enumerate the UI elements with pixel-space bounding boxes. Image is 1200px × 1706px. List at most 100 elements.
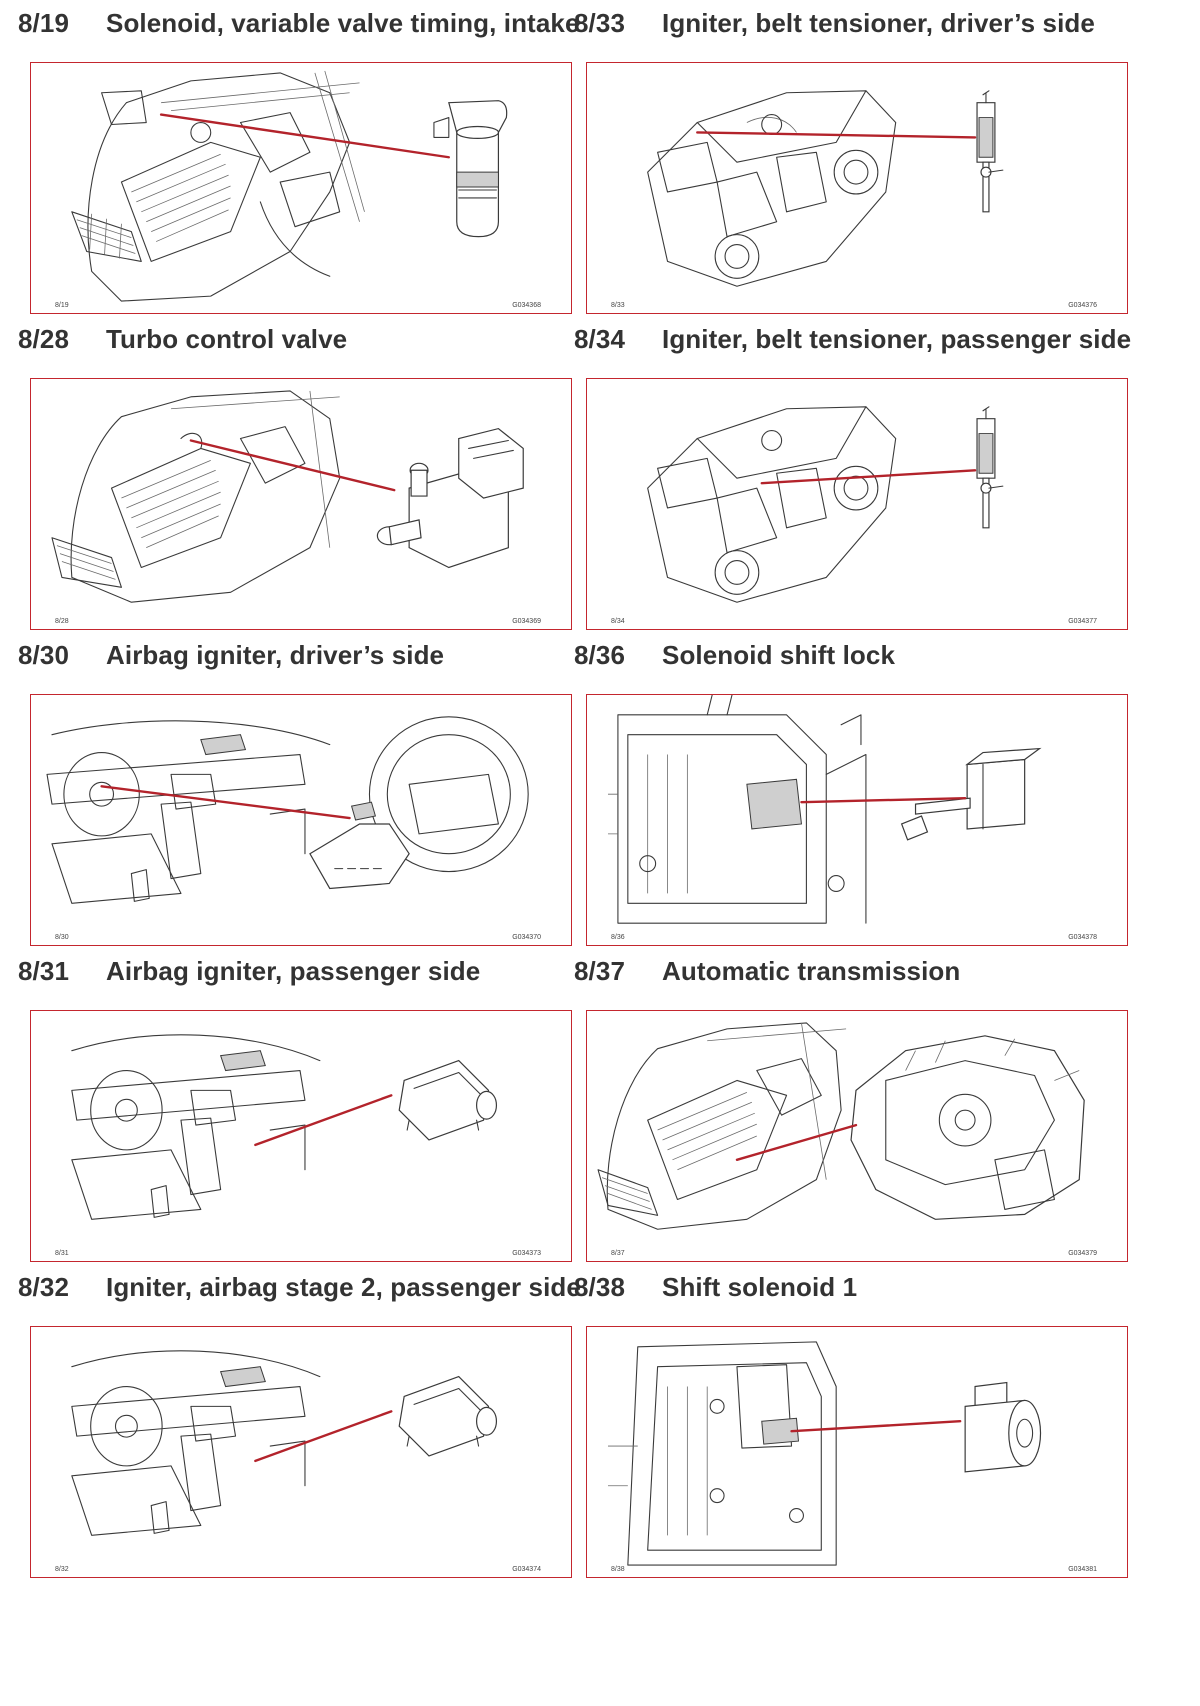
figure-number: 8/38 xyxy=(611,1566,625,1573)
entry-header: 8/31 Airbag igniter, passenger side xyxy=(18,956,480,990)
steering-airbag-icon xyxy=(309,716,529,890)
entry-header: 8/37 Automatic transmission xyxy=(574,956,960,990)
leader-line xyxy=(735,1123,858,1161)
figure-number: 8/30 xyxy=(55,934,69,941)
entry-header: 8/33 Igniter, belt tensioner, driver’s si… xyxy=(574,8,1095,42)
entry-header: 8/34 Igniter, belt tensioner, passenger s… xyxy=(574,324,1131,358)
entry-8-31: 8/31 Airbag igniter, passenger side 8/31 … xyxy=(0,948,572,1278)
turbo-valve-icon xyxy=(376,427,524,569)
shift-solenoid-icon xyxy=(964,1381,1042,1473)
illustration-frame: 8/19 G034368 xyxy=(30,62,572,314)
engine-bay-illustration xyxy=(597,1022,847,1230)
illustration-frame: 8/38 G034381 xyxy=(586,1326,1128,1578)
entry-title: Turbo control valve xyxy=(106,324,348,354)
figure-code: G034377 xyxy=(1068,618,1097,625)
engine-bay-illustration xyxy=(71,70,365,302)
entry-8-36: 8/36 Solenoid shift lock 8/36 G034378 xyxy=(556,632,1128,962)
figure-code: G034381 xyxy=(1068,1566,1097,1573)
leader-line xyxy=(189,439,396,492)
entry-number: 8/38 xyxy=(574,1272,626,1302)
entry-header: 8/36 Solenoid shift lock xyxy=(574,640,895,674)
entry-header: 8/28 Turbo control valve xyxy=(18,324,347,358)
entry-title: Automatic transmission xyxy=(662,956,961,986)
figure-code: G034376 xyxy=(1068,302,1097,309)
entry-8-34: 8/34 Igniter, belt tensioner, passenger s… xyxy=(556,316,1131,646)
figure-code: G034369 xyxy=(512,618,541,625)
entry-title: Igniter, airbag stage 2, passenger side xyxy=(106,1272,581,1302)
illustration-frame: 8/32 G034374 xyxy=(30,1326,572,1578)
figure-number: 8/34 xyxy=(611,618,625,625)
entry-title: Igniter, belt tensioner, driver’s side xyxy=(662,8,1095,38)
entry-header: 8/19 Solenoid, variable valve timing, int… xyxy=(18,8,580,42)
entry-number: 8/30 xyxy=(18,640,70,670)
entry-number: 8/36 xyxy=(574,640,626,670)
leader-line xyxy=(696,131,977,139)
entry-number: 8/37 xyxy=(574,956,626,986)
entry-title: Igniter, belt tensioner, passenger side xyxy=(662,324,1132,354)
figure-number: 8/33 xyxy=(611,302,625,309)
dashboard-illustration xyxy=(46,720,331,904)
leader-line xyxy=(254,1094,393,1147)
illustration-frame: 8/37 G034379 xyxy=(586,1010,1128,1262)
entry-number: 8/28 xyxy=(18,324,70,354)
belt-tensioner-icon xyxy=(976,90,1004,213)
dashboard-illustration xyxy=(71,1350,321,1536)
illustration-frame: 8/33 G034376 xyxy=(586,62,1128,314)
entry-number: 8/34 xyxy=(574,324,626,354)
figure-number: 8/37 xyxy=(611,1250,625,1257)
entry-number: 8/32 xyxy=(18,1272,70,1302)
car-cutaway-illustration xyxy=(647,406,897,603)
airbag-module-icon xyxy=(398,1059,498,1141)
figure-number: 8/28 xyxy=(55,618,69,625)
figure-code: G034370 xyxy=(512,934,541,941)
figure-number: 8/32 xyxy=(55,1566,69,1573)
shifter-mechanism-illustration xyxy=(607,695,867,924)
entry-number: 8/19 xyxy=(18,8,70,38)
entry-title: Solenoid, variable valve timing, intake xyxy=(106,8,580,38)
solenoid-vvt-icon xyxy=(433,100,508,238)
shift-lock-solenoid-icon xyxy=(900,747,1042,841)
dashboard-illustration xyxy=(71,1034,321,1220)
entry-header: 8/30 Airbag igniter, driver’s side xyxy=(18,640,444,674)
figure-number: 8/36 xyxy=(611,934,625,941)
leader-line xyxy=(760,469,977,485)
airbag-module-icon xyxy=(398,1375,498,1457)
illustration-frame: 8/28 G034369 xyxy=(30,378,572,630)
entry-number: 8/31 xyxy=(18,956,70,986)
illustration-frame: 8/31 G034373 xyxy=(30,1010,572,1262)
figure-number: 8/19 xyxy=(55,302,69,309)
car-cutaway-illustration xyxy=(647,90,897,287)
figure-code: G034378 xyxy=(1068,934,1097,941)
leader-line xyxy=(100,785,351,820)
entry-8-37: 8/37 Automatic transmission 8/37 G034379 xyxy=(556,948,1128,1278)
engine-bay-illustration xyxy=(51,390,341,603)
entry-8-19: 8/19 Solenoid, variable valve timing, int… xyxy=(0,0,579,330)
entry-title: Airbag igniter, driver’s side xyxy=(106,640,445,670)
figure-code: G034379 xyxy=(1068,1250,1097,1257)
illustration-frame: 8/36 G034378 xyxy=(586,694,1128,946)
leader-line xyxy=(254,1410,393,1463)
leader-line xyxy=(800,796,967,804)
entry-8-30: 8/30 Airbag igniter, driver’s side 8/30 G… xyxy=(0,632,572,962)
illustration-frame: 8/34 G034377 xyxy=(586,378,1128,630)
leader-line xyxy=(159,113,451,159)
illustration-frame: 8/30 G034370 xyxy=(30,694,572,946)
transmission-icon xyxy=(850,1035,1085,1220)
entry-header: 8/38 Shift solenoid 1 xyxy=(574,1272,857,1306)
figure-code: G034374 xyxy=(512,1566,541,1573)
entry-8-28: 8/28 Turbo control valve 8/28 G034369 xyxy=(0,316,572,646)
entry-title: Solenoid shift lock xyxy=(662,640,896,670)
entry-8-33: 8/33 Igniter, belt tensioner, driver’s si… xyxy=(556,0,1128,330)
entry-header: 8/32 Igniter, airbag stage 2, passenger s… xyxy=(18,1272,581,1306)
entry-8-32: 8/32 Igniter, airbag stage 2, passenger s… xyxy=(0,1264,581,1594)
entry-8-38: 8/38 Shift solenoid 1 8/38 G034381 xyxy=(556,1264,1128,1594)
entry-title: Shift solenoid 1 xyxy=(662,1272,858,1302)
belt-tensioner-icon xyxy=(976,406,1004,529)
entry-title: Airbag igniter, passenger side xyxy=(106,956,481,986)
valve-body-illustration xyxy=(607,1341,837,1566)
figure-number: 8/31 xyxy=(55,1250,69,1257)
leader-line xyxy=(790,1420,962,1433)
figure-code: G034373 xyxy=(512,1250,541,1257)
entry-number: 8/33 xyxy=(574,8,626,38)
figure-code: G034368 xyxy=(512,302,541,309)
